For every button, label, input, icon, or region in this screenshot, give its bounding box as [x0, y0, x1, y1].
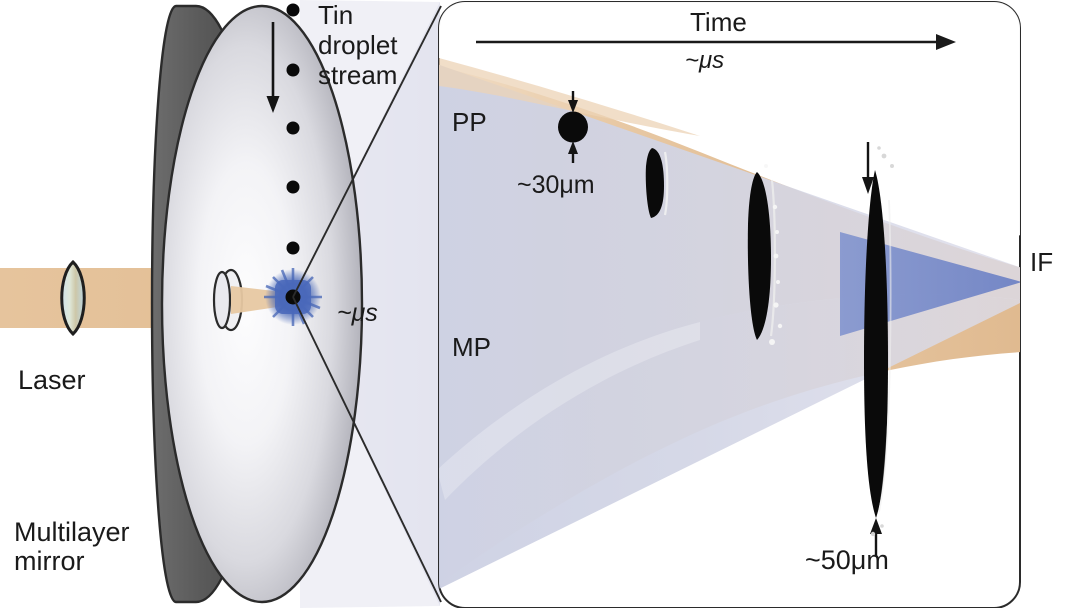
droplet-direction-arrow [266, 22, 280, 113]
size-initial-label: ~30μm [517, 171, 595, 199]
intermediate-focus-label: IF [1030, 247, 1054, 277]
prepulse-label: PP [452, 107, 487, 137]
laser-label: Laser [18, 365, 86, 395]
timescale-left-label: ~μs [337, 299, 378, 327]
time-axis-arrow [476, 34, 956, 50]
projection-lines [292, 5, 442, 603]
tin-droplet-stream [286, 3, 300, 255]
droplet-stage-4 [862, 142, 894, 556]
droplet-stage-3 [747, 164, 783, 345]
droplet-stage-1 [558, 91, 588, 163]
mainpulse-label: MP [452, 332, 491, 362]
droplet-stage-2 [645, 148, 669, 218]
beige-upper-arc [439, 58, 700, 136]
lower-left-wash [439, 322, 700, 500]
timescale-top-label: ~μs [685, 47, 725, 74]
mp-cone [439, 64, 1020, 590]
time-axis-label: Time [690, 7, 747, 37]
size-expanded-label: ~50μm [805, 545, 889, 575]
focusing-lens [60, 259, 86, 337]
